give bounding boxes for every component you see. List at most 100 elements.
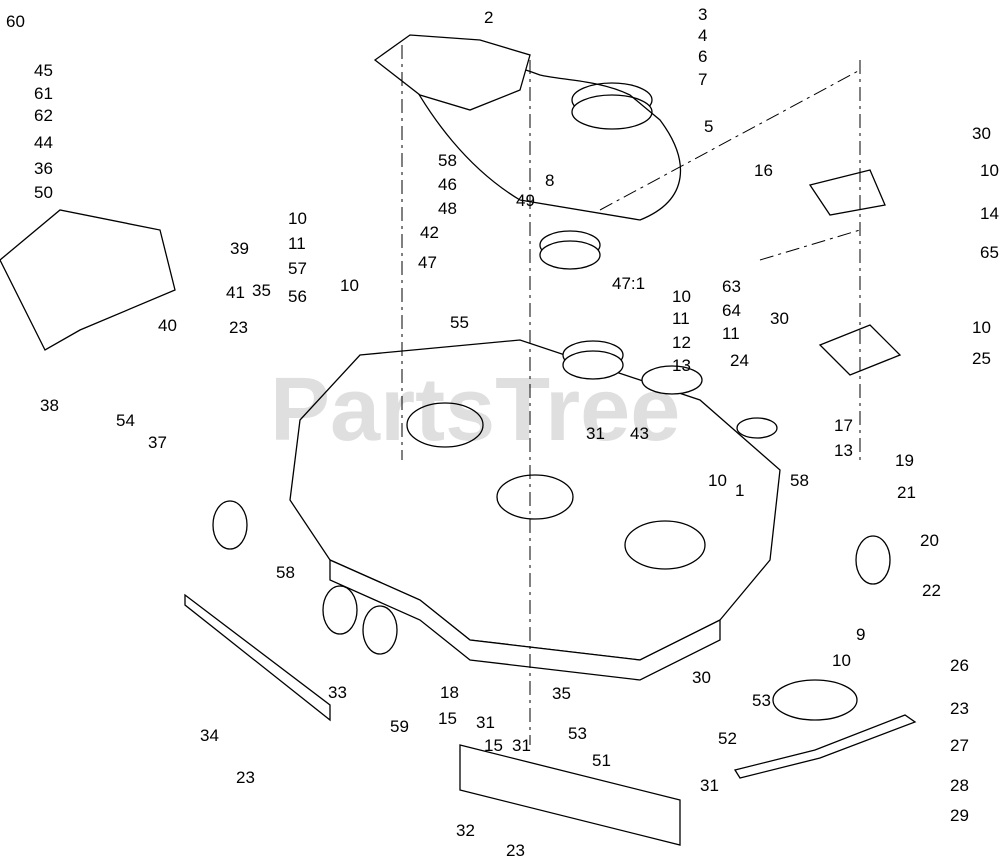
belt-cover bbox=[373, 34, 531, 111]
callout-31: 31 bbox=[700, 776, 719, 795]
callout-15: 15 bbox=[484, 736, 503, 755]
callout-12: 12 bbox=[672, 333, 691, 352]
callout-27: 27 bbox=[950, 736, 969, 755]
callout-43: 43 bbox=[630, 424, 649, 443]
callout-48: 48 bbox=[438, 199, 457, 218]
callout-36: 36 bbox=[34, 159, 53, 178]
callout-16: 16 bbox=[754, 161, 773, 180]
callout-57: 57 bbox=[288, 259, 307, 278]
callout-11: 11 bbox=[288, 234, 306, 253]
callout-53: 53 bbox=[568, 724, 587, 743]
wheels bbox=[212, 500, 891, 655]
callout-22: 22 bbox=[922, 581, 941, 600]
callout-41: 41 bbox=[226, 283, 245, 302]
callout-51: 51 bbox=[592, 751, 611, 770]
callout-30: 30 bbox=[692, 668, 711, 687]
callout-17: 17 bbox=[834, 416, 853, 435]
callout-30: 30 bbox=[972, 124, 991, 143]
callout-31: 31 bbox=[476, 713, 495, 732]
callout-52: 52 bbox=[718, 729, 737, 748]
pulleys bbox=[539, 82, 778, 439]
callout-28: 28 bbox=[950, 776, 969, 795]
callout-4: 4 bbox=[698, 26, 707, 45]
callout-24: 24 bbox=[730, 351, 749, 370]
baffle-bottom bbox=[459, 744, 681, 846]
callout-58: 58 bbox=[438, 151, 457, 170]
callout-35: 35 bbox=[252, 281, 271, 300]
callout-10: 10 bbox=[288, 209, 307, 228]
callout-58: 58 bbox=[276, 563, 295, 582]
callout-56: 56 bbox=[288, 287, 307, 306]
callout-33: 33 bbox=[328, 683, 347, 702]
callout-10: 10 bbox=[980, 161, 999, 180]
callout-59: 59 bbox=[390, 717, 409, 736]
callout-10: 10 bbox=[340, 276, 359, 295]
callout-60: 60 bbox=[6, 12, 25, 31]
callout-45: 45 bbox=[34, 61, 53, 80]
callout-31: 31 bbox=[512, 736, 531, 755]
callout-14: 14 bbox=[980, 204, 999, 223]
callout-9: 9 bbox=[856, 625, 865, 644]
callout-10: 10 bbox=[972, 318, 991, 337]
callout-32: 32 bbox=[456, 821, 475, 840]
callout-1: 1 bbox=[735, 481, 744, 500]
callout-6: 6 bbox=[698, 47, 707, 66]
callout-7: 7 bbox=[698, 70, 707, 89]
callout-26: 26 bbox=[950, 656, 969, 675]
callout-62: 62 bbox=[34, 106, 53, 125]
centerline-dashed bbox=[401, 45, 861, 745]
callout-2: 2 bbox=[484, 8, 493, 27]
callout-5: 5 bbox=[704, 117, 713, 136]
callout-30: 30 bbox=[770, 309, 789, 328]
callout-49: 49 bbox=[516, 191, 535, 210]
callout-39: 39 bbox=[230, 239, 249, 258]
callout-20: 20 bbox=[920, 531, 939, 550]
callout-40: 40 bbox=[158, 316, 177, 335]
callout-23: 23 bbox=[950, 699, 969, 718]
callout-11: 11 bbox=[722, 324, 740, 343]
partstree-watermark: PartsTree bbox=[270, 360, 680, 460]
callout-15: 15 bbox=[438, 709, 457, 728]
callout-11: 11 bbox=[672, 309, 690, 328]
callout-38: 38 bbox=[40, 396, 59, 415]
callout-34: 34 bbox=[200, 726, 219, 745]
side-baffle bbox=[184, 593, 331, 722]
callout-13: 13 bbox=[672, 356, 691, 375]
blade-assembly bbox=[733, 679, 917, 779]
callout-10: 10 bbox=[672, 287, 691, 306]
callout-8: 8 bbox=[545, 171, 554, 190]
callout-64: 64 bbox=[722, 301, 741, 320]
callout-10: 10 bbox=[832, 651, 851, 670]
discharge-chute bbox=[0, 209, 176, 351]
callout-61: 61 bbox=[34, 84, 53, 103]
callout-47: 47 bbox=[418, 253, 437, 272]
callout-46: 46 bbox=[438, 175, 457, 194]
callout-23: 23 bbox=[229, 318, 248, 337]
callout-54: 54 bbox=[116, 411, 135, 430]
callout-3: 3 bbox=[698, 5, 707, 24]
callout-37: 37 bbox=[148, 433, 167, 452]
callout-18: 18 bbox=[440, 683, 459, 702]
callout-25: 25 bbox=[972, 349, 991, 368]
callout-29: 29 bbox=[950, 806, 969, 825]
idler-bracket bbox=[808, 169, 902, 376]
callout-44: 44 bbox=[34, 133, 53, 152]
callout-42: 42 bbox=[420, 223, 439, 242]
callout-35: 35 bbox=[552, 684, 571, 703]
callout-21: 21 bbox=[897, 483, 916, 502]
callout-58: 58 bbox=[790, 471, 809, 490]
callout-23: 23 bbox=[236, 768, 255, 787]
callout-10: 10 bbox=[708, 471, 727, 490]
callout-50: 50 bbox=[34, 183, 53, 202]
callout-47-1: 47:1 bbox=[612, 274, 645, 293]
callout-19: 19 bbox=[895, 451, 914, 470]
callout-31: 31 bbox=[586, 424, 605, 443]
callout-65: 65 bbox=[980, 243, 999, 262]
callout-13: 13 bbox=[834, 441, 853, 460]
deck-housing bbox=[289, 339, 781, 681]
callout-55: 55 bbox=[450, 313, 469, 332]
callout-23: 23 bbox=[506, 841, 525, 860]
